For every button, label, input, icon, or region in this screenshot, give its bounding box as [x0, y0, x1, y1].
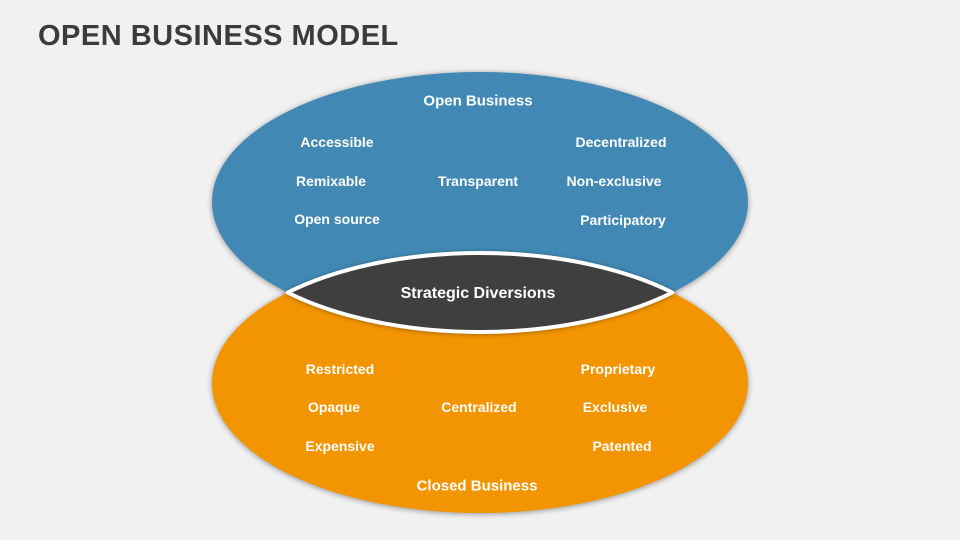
item-participatory: Participatory	[580, 212, 666, 228]
page-title: OPEN BUSINESS MODEL	[38, 20, 399, 52]
closed-business-ellipse	[212, 253, 748, 513]
open-business-ellipse	[212, 72, 748, 332]
item-exclusive: Exclusive	[582, 399, 648, 415]
item-expensive: Expensive	[305, 438, 375, 454]
item-proprietary: Proprietary	[580, 361, 656, 377]
item-centralized: Centralized	[441, 399, 517, 415]
item-transparent: Transparent	[437, 173, 519, 189]
item-remixable: Remixable	[295, 173, 367, 189]
item-accessible: Accessible	[300, 134, 374, 150]
closed-business-title: Closed Business	[416, 477, 538, 495]
item-non-exclusive: Non-exclusive	[566, 173, 662, 189]
intersection-title: Strategic Diversions	[400, 285, 556, 302]
open-business-title: Open Business	[423, 92, 533, 110]
item-opaque: Opaque	[307, 399, 361, 415]
item-patented: Patented	[592, 438, 652, 454]
intersection-lens	[285, 250, 675, 335]
item-open-source: Open source	[294, 211, 380, 227]
item-restricted: Restricted	[305, 361, 375, 377]
item-decentralized: Decentralized	[575, 134, 667, 150]
